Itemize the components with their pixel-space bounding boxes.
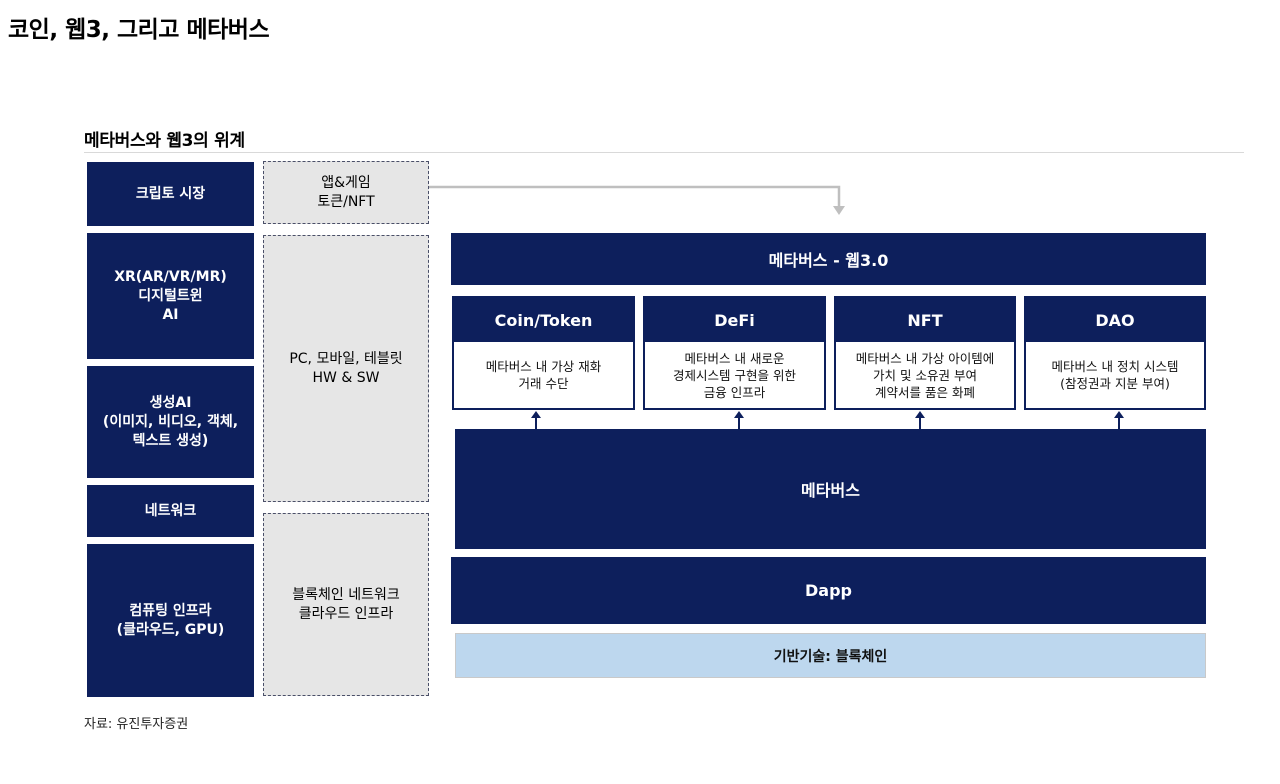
box-computing-infra: 컴퓨팅 인프라 (클라우드, GPU) bbox=[87, 544, 254, 697]
box-network: 네트워크 bbox=[87, 485, 254, 537]
bar-base-technology: 기반기술: 블록체인 bbox=[455, 633, 1206, 678]
card-description: 메타버스 내 새로운 경제시스템 구현을 위한 금융 인프라 bbox=[673, 350, 796, 400]
box-xr-digital-twin-ai: XR(AR/VR/MR) 디지털트윈 AI bbox=[87, 233, 254, 359]
card-nft: NFT 메타버스 내 가상 아이템에 가치 및 소유권 부여 계약서를 품은 화… bbox=[834, 296, 1016, 410]
upward-arrows bbox=[531, 411, 1124, 430]
section-title: 메타버스와 웹3의 위계 bbox=[84, 131, 245, 151]
card-title: NFT bbox=[836, 298, 1014, 342]
card-title: DeFi bbox=[645, 298, 824, 342]
card-description: 메타버스 내 가상 아이템에 가치 및 소유권 부여 계약서를 품은 화폐 bbox=[855, 350, 995, 400]
box-apps-games: 앱&게임 토큰/NFT bbox=[263, 161, 429, 224]
bar-metaverse-web3: 메타버스 - 웹3.0 bbox=[451, 233, 1206, 285]
source-note: 자료: 유진투자증권 bbox=[84, 717, 189, 732]
card-defi: DeFi 메타버스 내 새로운 경제시스템 구현을 위한 금융 인프라 bbox=[643, 296, 826, 410]
card-coin-token: Coin/Token 메타버스 내 가상 재화 거래 수단 bbox=[452, 296, 635, 410]
box-generative-ai: 생성AI (이미지, 비디오, 객체, 텍스트 생성) bbox=[87, 366, 254, 478]
card-title: DAO bbox=[1026, 298, 1204, 342]
box-dapp: Dapp bbox=[451, 557, 1206, 624]
box-devices: PC, 모바일, 테블릿 HW & SW bbox=[263, 235, 429, 502]
page-title: 코인, 웹3, 그리고 메타버스 bbox=[8, 17, 270, 43]
section-divider bbox=[84, 152, 1244, 153]
box-blockchain-cloud: 블록체인 네트워크 클라우드 인프라 bbox=[263, 513, 429, 696]
box-metaverse: 메타버스 bbox=[455, 429, 1206, 549]
connector-arrow bbox=[429, 185, 845, 215]
card-dao: DAO 메타버스 내 정치 시스템 (참정권과 지분 부여) bbox=[1024, 296, 1206, 410]
card-description: 메타버스 내 가상 재화 거래 수단 bbox=[485, 359, 602, 391]
card-description: 메타버스 내 정치 시스템 (참정권과 지분 부여) bbox=[1051, 359, 1179, 391]
box-crypto-market: 크립토 시장 bbox=[87, 162, 254, 226]
card-title: Coin/Token bbox=[454, 298, 633, 342]
